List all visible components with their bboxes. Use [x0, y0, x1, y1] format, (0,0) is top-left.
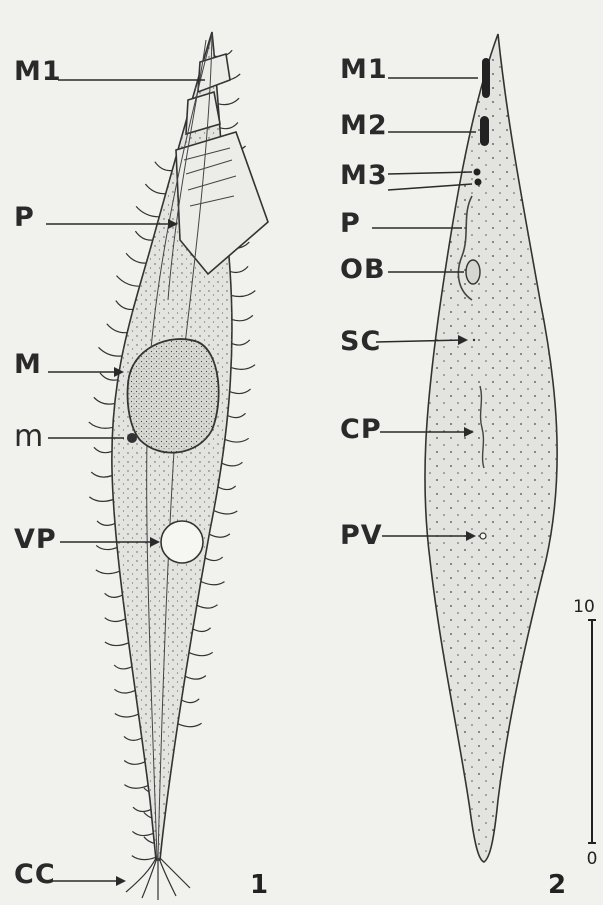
micronucleus — [127, 433, 137, 443]
cilium — [116, 301, 133, 310]
cilium — [193, 628, 211, 632]
cilium — [136, 206, 159, 216]
cilium — [220, 123, 238, 129]
figure-number-1: 1 — [250, 870, 268, 900]
label-vp-fig1: VP — [14, 524, 57, 555]
cilium — [89, 497, 113, 501]
cilium — [99, 347, 123, 356]
label-m3-fig2: M3 — [340, 160, 388, 191]
label-m2-fig2: M2 — [340, 110, 388, 141]
cilium — [124, 785, 148, 789]
cilium — [214, 511, 238, 514]
label-cp-fig2: CP — [340, 414, 382, 445]
cilium — [231, 291, 255, 297]
cilium — [218, 98, 239, 104]
membranelle-m1 — [482, 58, 490, 98]
cilium — [124, 736, 142, 740]
label-m-fig1: M — [14, 349, 42, 380]
pharyngeal-lamellae — [176, 54, 268, 274]
cilium — [230, 266, 248, 272]
cilium — [89, 422, 113, 428]
cilium — [115, 714, 139, 717]
label-m1-fig1: M1 — [14, 56, 62, 87]
cilium — [94, 397, 115, 404]
cilium — [232, 340, 250, 345]
contractile-vacuole — [161, 521, 203, 563]
cilium — [228, 413, 246, 417]
cilium — [117, 276, 140, 287]
membranelle-m3b — [475, 179, 482, 186]
caudal-cilia — [126, 858, 190, 900]
cilium — [105, 593, 123, 597]
scale-bar-bottom-value: 0 — [587, 849, 598, 869]
cilium — [222, 462, 243, 466]
cilium — [97, 521, 115, 525]
cilium — [155, 162, 172, 171]
label-cc-fig1: CC — [14, 859, 56, 890]
oral-body — [466, 260, 480, 284]
vacuole-pore — [480, 533, 486, 539]
label-m1-fig2: M1 — [340, 54, 388, 85]
figure-1-ciliate-drawing — [89, 32, 268, 900]
cilium — [197, 605, 218, 608]
cilium — [133, 807, 151, 811]
figure-number-2: 2 — [548, 870, 566, 900]
scale-bar-top-value: 10 — [573, 597, 595, 617]
scutica — [473, 339, 475, 341]
cilium — [91, 472, 112, 477]
label-p-fig1: P — [14, 202, 35, 233]
cilium — [135, 231, 152, 240]
cilium — [205, 557, 223, 561]
cilium — [126, 253, 146, 263]
cilium — [105, 642, 129, 646]
membranelle-m2 — [480, 116, 489, 146]
cilium — [145, 184, 165, 194]
cilium — [231, 365, 255, 370]
cilium — [232, 315, 253, 321]
figure-2-ciliate-drawing — [425, 34, 557, 862]
cilium — [185, 676, 206, 680]
cilium — [132, 831, 153, 835]
cilium — [96, 570, 120, 574]
label-ob-fig2: OB — [340, 254, 386, 285]
label-pv-fig2: PV — [340, 520, 383, 551]
cilium — [182, 699, 200, 703]
cilium — [189, 652, 213, 655]
cilium — [230, 389, 251, 393]
cilium — [107, 324, 127, 333]
cilium — [114, 689, 135, 693]
membranelle-m3a — [474, 169, 481, 176]
cilium — [218, 486, 236, 490]
cilium — [124, 761, 145, 765]
cilium — [96, 545, 117, 549]
cilium — [114, 665, 132, 669]
cilium — [209, 534, 230, 537]
cilium — [94, 447, 112, 452]
cilium — [201, 582, 225, 585]
cilium — [225, 438, 249, 442]
cilium — [178, 723, 202, 726]
cilium — [105, 618, 126, 622]
label-m-small-fig1: m — [14, 419, 43, 454]
cilium — [132, 856, 156, 860]
label-sc-fig2: SC — [340, 326, 381, 357]
scale-bar: 10 0 — [573, 597, 597, 869]
label-p-fig2: P — [340, 208, 361, 239]
